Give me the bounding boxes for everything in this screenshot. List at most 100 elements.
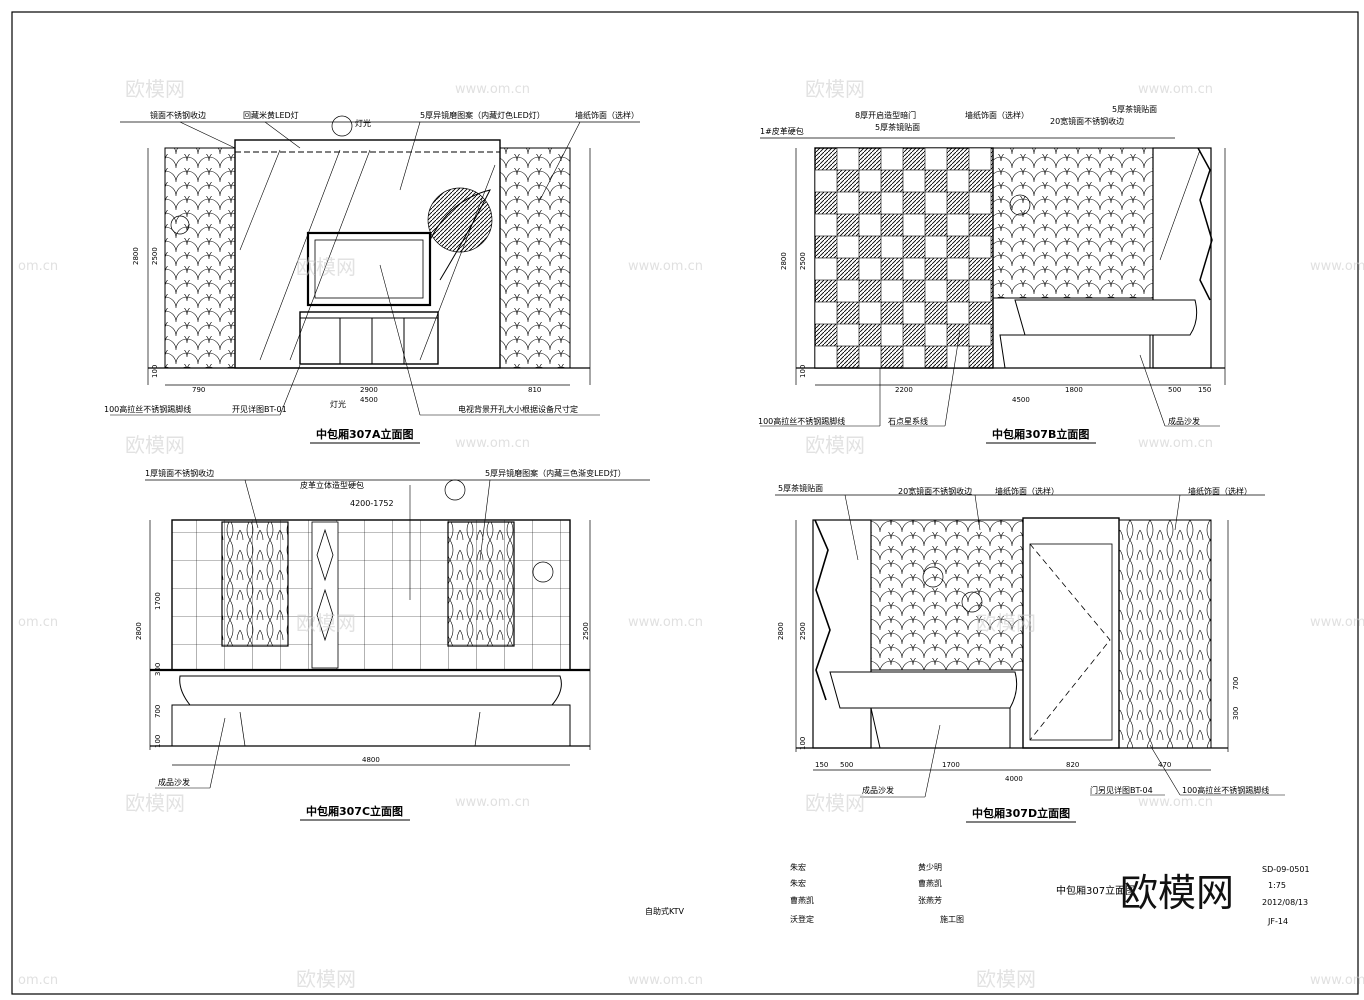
dim-c-0: 4800 [362,756,380,764]
watermark-logo: 欧模网 [125,433,185,457]
note-d-6: 100高拉丝不锈钢踢脚线 [1182,785,1269,795]
watermark-logo: 欧模网 [976,611,1036,635]
note-b-3: 墙纸饰面（选样） [965,110,1029,120]
dim-b-side-1: 2500 [799,252,807,270]
dim-a-1: 2900 [360,386,378,394]
sheet-number: JF-14 [1267,917,1288,926]
drawing-date: 2012/08/13 [1262,898,1308,907]
watermark-url: www.om.cn [628,615,703,630]
dim-d-side-0: 2800 [777,622,785,640]
note-d-1: 20宽镜面不锈钢收边 [898,486,972,496]
watermark-url: www.om.cn [628,973,703,988]
dim-d-0: 150 [815,761,828,769]
watermark-url: www.om.cn [1138,436,1213,451]
watermark-url: www.om.cn [455,436,530,451]
dim-b-2: 500 [1168,386,1181,394]
note-d-5: 门另见详图BT-04 [1090,785,1153,795]
note-a-5: 100高拉丝不锈钢踢脚线 [104,404,191,414]
dim-c-side-3: 300 [154,663,162,676]
note-b-8: 成品沙发 [1168,416,1200,426]
note-c-3: 5厚异镜磨图案（内藏三色渐变LED灯） [485,468,626,478]
tb-col1-1: 朱宏 [790,878,806,888]
watermark-url: www.om.cn [1310,973,1364,988]
note-b-0: 1#皮革硬包 [760,126,804,136]
watermark-logo-large: 欧模网 [1120,871,1234,915]
note-b-7: 石点星系线 [888,416,928,426]
note-a-1: 回藏米黄LED灯 [243,110,299,120]
dim-b-4: 4500 [1012,396,1030,404]
dim-a-0: 790 [192,386,205,394]
note-d-3: 墙纸饰面（选样） [1188,486,1252,496]
watermark-url: www.om.cn [1138,82,1213,97]
title-b: 中包厢307B立面图 [992,427,1089,441]
dim-b-3: 150 [1198,386,1211,394]
drawing-title: 中包厢307立面图 [1056,884,1135,897]
elevation-a: 镜面不锈钢收边 回藏米黄LED灯 灯光 5厚异镜磨图案（内藏灯色LED灯） 墙纸… [104,110,640,444]
watermark-logo: 欧模网 [125,791,185,815]
tb-col2-0: 黄少明 [918,862,942,872]
dim-c-side-2: 2500 [582,622,590,640]
note-b-6: 100高拉丝不锈钢踢脚线 [758,416,845,426]
watermark-url: om.cn [18,259,58,274]
watermark-logo: 欧模网 [296,255,356,279]
dim-d-3: 820 [1066,761,1079,769]
note-c-4: 成品沙发 [158,777,190,787]
note-b-4: 20宽镜面不锈钢收边 [1050,116,1124,126]
dim-d-1: 500 [840,761,853,769]
watermark-url: www.om.cn [628,259,703,274]
note-d-0: 5厚茶镜贴面 [778,483,823,493]
note-b-1: 8厚开启造型暗门 [855,110,916,120]
dim-b-1: 1800 [1065,386,1083,394]
note-a-2: 灯光 [355,118,371,128]
watermark-url: om.cn [18,615,58,630]
dim-b-0: 2200 [895,386,913,394]
note-a-0: 镜面不锈钢收边 [150,110,206,120]
watermark-url: www.om.cn [455,82,530,97]
dim-d-4: 4000 [1005,775,1023,783]
title-a: 中包厢307A立面图 [316,427,413,441]
watermark-url: www.om.cn [455,795,530,810]
watermark-logo: 欧模网 [805,433,865,457]
elevation-c: 1厚镜面不锈钢收边 皮革立体造型硬包 4200-1752 5厚异镜磨图案（内藏三… [135,468,650,821]
dim-d-5: 470 [1158,761,1171,769]
dim-d-side-2: 700 [1232,677,1240,690]
tb-col1-0: 朱宏 [790,862,806,872]
dim-c-side-5: 100 [154,735,162,748]
note-c-1: 皮革立体造型硬包 [300,480,364,490]
dim-a-side-0: 2800 [132,247,140,265]
note-d-2: 墙纸饰面（选样） [995,486,1059,496]
watermarks: 欧模网 www.om.cn 欧模网 www.om.cn om.cn 欧模网 ww… [18,77,1364,991]
title-c: 中包厢307C立面图 [306,804,403,818]
dim-d-2: 1700 [942,761,960,769]
dim-a-2: 810 [528,386,541,394]
sheet-border [11,11,1359,995]
drawing-number: SD-09-0501 [1262,865,1310,874]
tb-col2-3: 施工图 [940,914,964,924]
note-d-4: 成品沙发 [862,785,894,795]
note-a-4: 墙纸饰面（选样） [575,110,639,120]
watermark-logo: 欧模网 [125,77,185,101]
note-a-6: 开见详图BT-01 [232,404,287,414]
watermark-url: om.cn [18,973,58,988]
watermark-logo: 欧模网 [296,967,356,991]
dim-a-side-2: 100 [151,365,159,378]
dim-c-side-1: 2800 [135,622,143,640]
title-block: 自助式KTV 朱宏 朱宏 曹燕凯 沃登定 黄少明 曹燕凯 张燕芳 施工图 中包厢… [645,862,1310,926]
tb-col2-2: 张燕芳 [918,895,942,905]
watermark-logo: 欧模网 [976,967,1036,991]
drawing-scale: 1:75 [1268,881,1286,890]
note-b-5: 5厚茶镜贴面 [1112,104,1157,114]
dim-b-side-0: 2800 [780,252,788,270]
note-c-0: 1厚镜面不锈钢收边 [145,468,214,478]
watermark-logo: 欧模网 [805,791,865,815]
watermark-url: www.om.cn [1138,795,1213,810]
watermark-url: www.om.cn [1310,615,1364,630]
watermark-logo: 欧模网 [805,77,865,101]
dim-d-side-3: 300 [1232,707,1240,720]
watermark-url: www.om.cn [1310,259,1364,274]
project-name: 自助式KTV [645,906,685,916]
dim-a-side-1: 2500 [151,247,159,265]
dim-d-side-4: 100 [799,737,807,750]
dim-b-side-2: 100 [799,365,807,378]
